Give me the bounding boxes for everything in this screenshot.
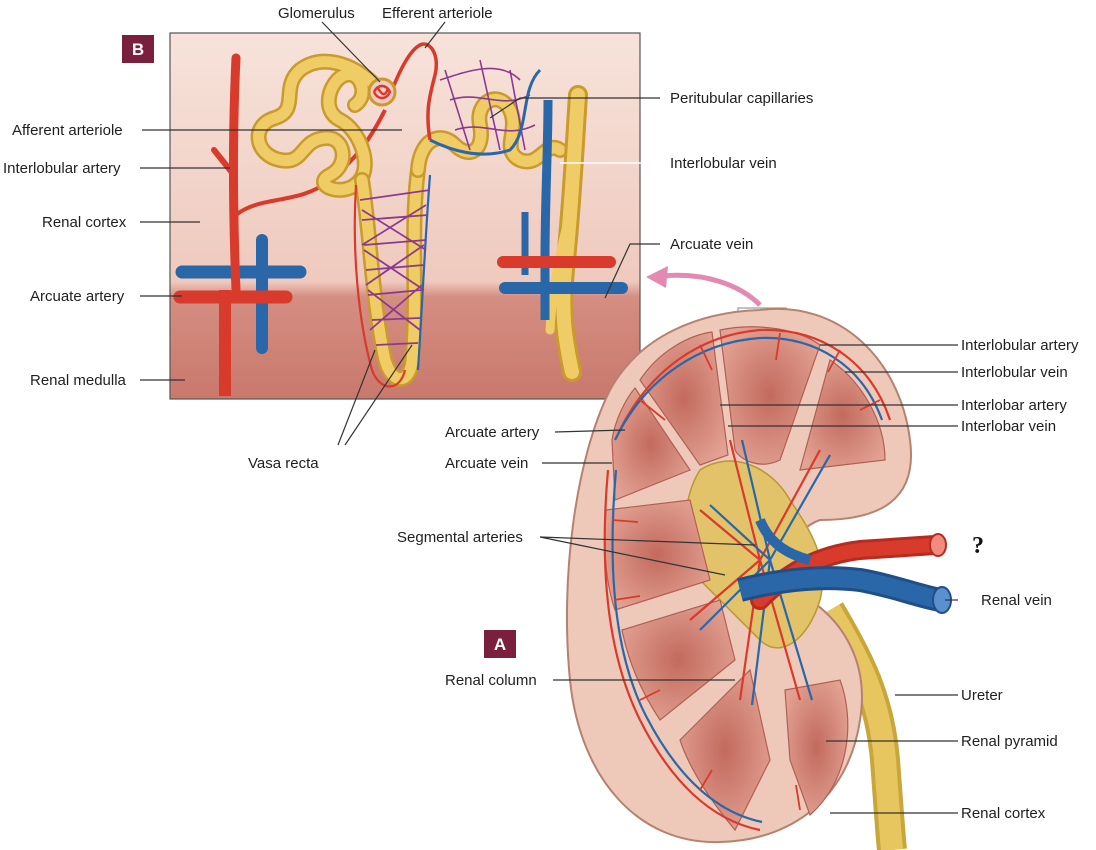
label-arcuate-artery-b: Arcuate artery (30, 288, 125, 305)
label-segmental-arteries: Segmental arteries (397, 529, 523, 546)
label-efferent-arteriole: Efferent arteriole (382, 5, 493, 22)
label-arcuate-vein-b: Arcuate vein (670, 236, 753, 253)
arcuate-arc-vein-shape (614, 336, 884, 441)
label-vasa-recta: Vasa recta (248, 455, 319, 472)
label-arcuate-artery-a: Arcuate artery (445, 424, 540, 441)
interlobular-artery-b-shape (228, 53, 241, 295)
capillary-mesh-shape (359, 189, 431, 346)
pyramid-4 (611, 387, 691, 501)
panel-b-left-vessels (173, 53, 387, 396)
label-unknown-vessel: ? (972, 533, 984, 559)
pyramid-1 (719, 326, 821, 465)
peritubular-mesh-shape (439, 59, 536, 151)
panel-a-badge (484, 630, 516, 658)
artery-branch-shape (211, 147, 237, 178)
left-arc-artery-shape (603, 469, 761, 832)
label-renal-vein: Renal vein (981, 592, 1052, 609)
label-renal-medulla: Renal medulla (30, 372, 127, 389)
vasa-recta-network (353, 42, 542, 388)
panel-a-kidney: A (484, 307, 952, 850)
interlobar-artery-shape (689, 439, 821, 701)
label-renal-cortex-b: Renal cortex (42, 214, 127, 231)
vasa-recta-artery-shape (353, 184, 407, 388)
label-interlobular-artery-b: Interlobular artery (3, 160, 121, 177)
pyramid-2 (799, 359, 886, 471)
labels: Glomerulus Efferent arteriole Peritubula… (3, 5, 1079, 822)
label-arcuate-vein-a: Arcuate vein (445, 455, 528, 472)
label-interlobar-vein: Interlobar vein (961, 418, 1056, 435)
label-afferent-arteriole: Afferent arteriole (12, 122, 123, 139)
label-renal-pyramid: Renal pyramid (961, 733, 1058, 750)
pyramid-3 (639, 331, 729, 466)
panel-b-badge (122, 35, 154, 63)
panel-b: B (122, 32, 641, 400)
vein-arch-shape (755, 517, 812, 565)
pyramid-6 (621, 599, 736, 721)
panel-b-letter: B (132, 40, 144, 59)
left-arc-vein-shape (611, 469, 763, 824)
glomerulus-shape (367, 77, 397, 107)
vasa-recta-vein-shape (416, 174, 432, 371)
panel-a-letter: A (494, 635, 506, 654)
interlobular-vein-b-shape (540, 99, 553, 320)
arcuate-arc-artery-shape (619, 328, 892, 431)
efferent-arteriole-shape (390, 42, 438, 141)
label-interlobular-vein-a: Interlobular vein (961, 364, 1068, 381)
label-glomerulus: Glomerulus (278, 5, 355, 22)
label-peritubular-capillaries: Peritubular capillaries (670, 90, 813, 107)
renal-pyramids (604, 326, 886, 832)
label-interlobular-artery-a: Interlobular artery (961, 337, 1079, 354)
renal-artery-end (929, 533, 947, 557)
interlobar-vein-shape (699, 439, 831, 706)
pyramid-8 (784, 679, 849, 817)
leader-lines (140, 21, 958, 814)
label-renal-column: Renal column (445, 672, 537, 689)
panel-b-right-vessels (497, 99, 628, 320)
convoluted-tubule-fill-shape (253, 56, 384, 196)
collecting-branch-shape (545, 210, 575, 335)
label-ureter: Ureter (961, 687, 1003, 704)
label-interlobar-artery: Interlobar artery (961, 397, 1067, 414)
label-interlobular-vein-b: Interlobular vein (670, 155, 777, 172)
peritubular-vein-shape (429, 68, 542, 156)
renal-vein-fill-shape (737, 569, 942, 609)
label-renal-cortex-a: Renal cortex (961, 805, 1046, 822)
